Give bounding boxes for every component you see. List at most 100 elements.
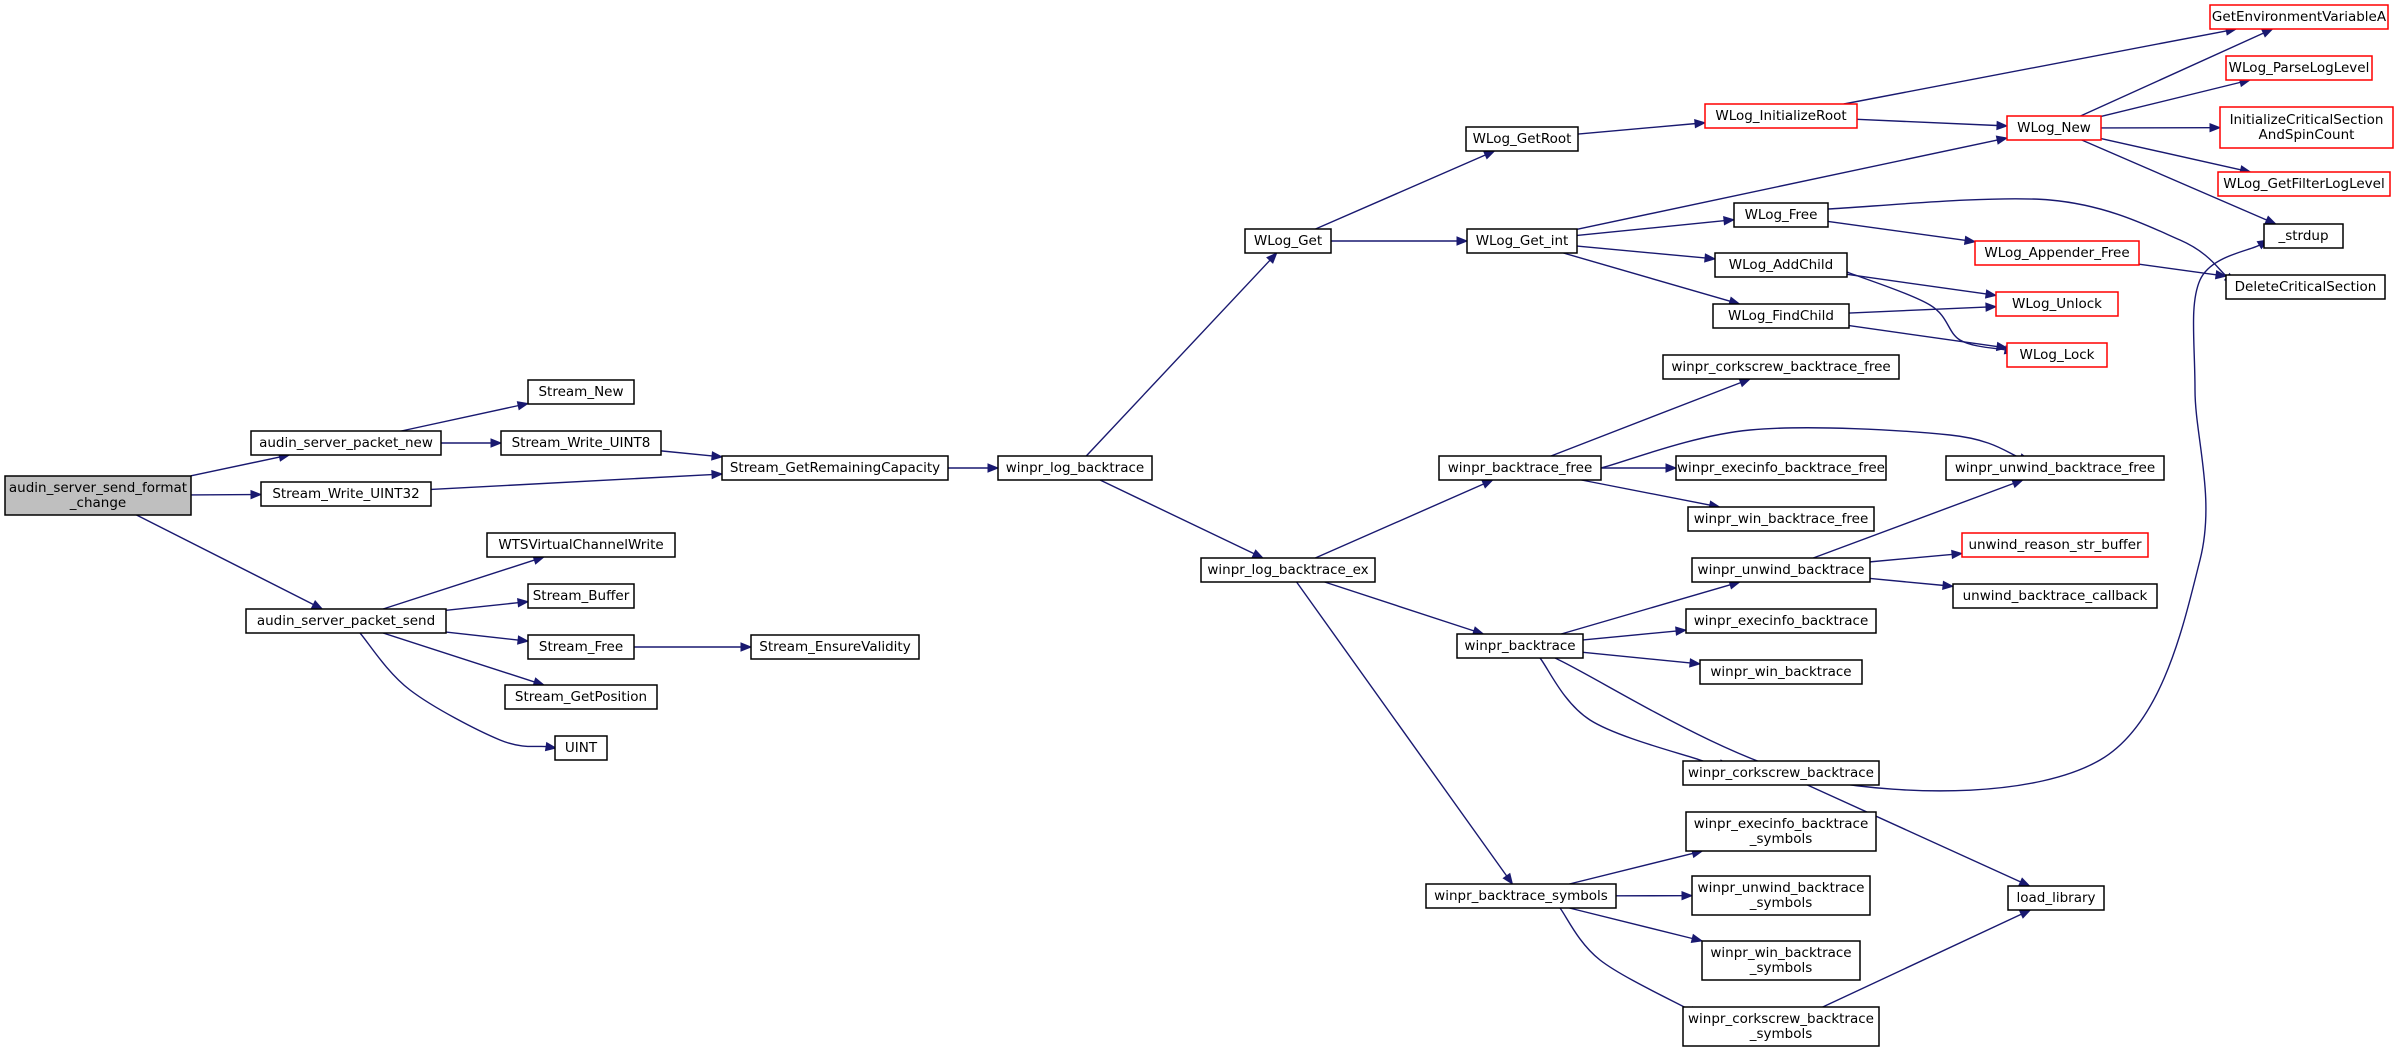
node-box	[245, 608, 447, 634]
node-winpr-execinfo-backtrace-symbols[interactable]: winpr_execinfo_backtrace_symbols	[1685, 811, 1877, 852]
node-wlog-getfilterloglevel[interactable]: WLog_GetFilterLogLevel	[2217, 171, 2391, 197]
node-wlog-appender-free[interactable]: WLog_Appender_Free	[1974, 240, 2140, 266]
node-wlog-findchild[interactable]: WLog_FindChild	[1712, 303, 1850, 329]
node-winpr-win-backtrace-free[interactable]: winpr_win_backtrace_free	[1687, 506, 1875, 532]
edge-line	[1576, 220, 1725, 237]
node-stream-getposition[interactable]: Stream_GetPosition	[504, 684, 658, 710]
node-wtsvirtualchannelwrite[interactable]: WTSVirtualChannelWrite	[486, 532, 676, 558]
arrowhead-icon	[1942, 580, 1955, 591]
node-stream-write-uint8[interactable]: Stream_Write_UINT8	[500, 430, 662, 456]
edge-line	[190, 456, 280, 477]
node-winpr-win-backtrace-symbols[interactable]: winpr_win_backtrace_symbols	[1701, 940, 1861, 981]
edge-line	[1848, 306, 1987, 314]
arrowhead-icon	[2264, 215, 2278, 225]
node-winpr-win-backtrace[interactable]: winpr_win_backtrace	[1699, 659, 1863, 685]
arrowhead-icon	[544, 741, 558, 752]
node-unwind-backtrace-callback[interactable]: unwind_backtrace_callback	[1952, 583, 2158, 609]
edge-n18-to-n19	[1856, 118, 2009, 131]
node-winpr-corkscrew-backtrace-symbols[interactable]: winpr_corkscrew_backtrace_symbols	[1682, 1006, 1880, 1047]
edge-line	[1869, 577, 1944, 587]
edge-line	[1843, 30, 2227, 105]
node-box	[2219, 106, 2394, 149]
node-wlog-new[interactable]: WLog_New	[2006, 115, 2102, 141]
node-box	[2209, 4, 2389, 30]
node-box	[2225, 55, 2373, 81]
edge-line	[1554, 244, 2260, 792]
edge-line	[2138, 263, 2217, 276]
node-wlog-lock[interactable]: WLog_Lock	[2006, 342, 2108, 368]
node-stream-write-uint32[interactable]: Stream_Write_UINT32	[260, 481, 432, 507]
node-label: WLog_ParseLogLevel	[2229, 60, 2370, 76]
node-getenvironmentvariablea[interactable]: GetEnvironmentVariableA	[2209, 4, 2389, 30]
edge-n18-to-n20	[1843, 26, 2238, 105]
node-box	[721, 455, 949, 481]
node-wlog-get[interactable]: WLog_Get	[1244, 228, 1332, 254]
edge-line	[1807, 784, 2021, 883]
node-box	[1675, 455, 1887, 481]
edge-n34-to-n47	[1615, 890, 1694, 901]
edge-n25-to-n28	[1827, 220, 1977, 245]
node-stream-buffer[interactable]: Stream_Buffer	[527, 583, 635, 609]
node-label: WLog_AddChild	[1729, 257, 1833, 273]
node-box	[527, 583, 635, 609]
node-audin-server-send-format-change[interactable]: audin_server_send_format_change	[4, 475, 192, 516]
node-winpr-backtrace[interactable]: winpr_backtrace	[1456, 633, 1584, 659]
node-wlog-free[interactable]: WLog_Free	[1733, 202, 1829, 228]
node-label: load_library	[2016, 890, 2095, 906]
node-winpr-execinfo-backtrace[interactable]: winpr_execinfo_backtrace	[1685, 608, 1877, 634]
node-stream-getremainingcapacity[interactable]: Stream_GetRemainingCapacity	[721, 455, 949, 481]
node-box	[2217, 171, 2391, 197]
node-audin-server-packet-send[interactable]: audin_server_packet_send	[245, 608, 447, 634]
node-wlog-getroot[interactable]: WLog_GetRoot	[1465, 126, 1579, 152]
node-deletecriticalsection[interactable]: DeleteCriticalSection	[2225, 274, 2386, 300]
node-stream-new[interactable]: Stream_New	[527, 379, 635, 405]
node-label: _symbols	[1749, 895, 1813, 911]
node-wlog-parseloglevel[interactable]: WLog_ParseLogLevel	[2225, 55, 2373, 81]
edge-n34-to-n49	[1559, 907, 1702, 1016]
arrowhead-icon	[2018, 877, 2031, 887]
node-audin-server-packet-new[interactable]: audin_server_packet_new	[250, 430, 442, 456]
edge-n26-to-n31	[1846, 271, 2017, 355]
node-label: WLog_Get	[1254, 233, 1322, 249]
node-stream-ensurevalidity[interactable]: Stream_EnsureValidity	[750, 634, 920, 660]
node-stream-free[interactable]: Stream_Free	[527, 634, 635, 660]
edge-n15-to-n33	[1324, 581, 1485, 636]
node-label: winpr_execinfo_backtrace	[1694, 816, 1869, 832]
node-label: WLog_Lock	[2020, 347, 2095, 363]
node-strdup[interactable]: _strdup	[2263, 223, 2344, 249]
node-wlog-get-int[interactable]: WLog_Get_int	[1466, 228, 1578, 254]
edge-line	[660, 450, 713, 457]
edge-n27-to-n30	[1848, 302, 1998, 314]
node-load-library[interactable]: load_library	[2007, 885, 2105, 911]
node-winpr-unwind-backtrace[interactable]: winpr_unwind_backtrace	[1691, 557, 1871, 583]
node-wlog-addchild[interactable]: WLog_AddChild	[1714, 252, 1848, 278]
node-label: winpr_win_backtrace	[1710, 664, 1851, 680]
node-uint[interactable]: UINT	[554, 735, 608, 761]
node-winpr-execinfo-backtrace-free[interactable]: winpr_execinfo_backtrace_free	[1675, 455, 1887, 481]
node-box	[2006, 342, 2108, 368]
node-label: audin_server_packet_new	[259, 435, 433, 451]
node-winpr-log-backtrace-ex[interactable]: winpr_log_backtrace_ex	[1200, 557, 1376, 583]
edge-n0-to-n3	[136, 514, 324, 610]
edge-n39-to-n37	[1812, 479, 2025, 559]
node-winpr-unwind-backtrace-symbols[interactable]: winpr_unwind_backtrace_symbols	[1691, 875, 1871, 916]
node-winpr-backtrace-free[interactable]: winpr_backtrace_free	[1438, 455, 1602, 481]
node-winpr-corkscrew-backtrace[interactable]: winpr_corkscrew_backtrace	[1682, 760, 1880, 786]
node-box	[250, 430, 442, 456]
node-winpr-backtrace-symbols[interactable]: winpr_backtrace_symbols	[1425, 883, 1617, 909]
arrowhead-icon	[1995, 341, 2009, 352]
node-box	[1704, 103, 1858, 129]
node-winpr-log-backtrace[interactable]: winpr_log_backtrace	[997, 455, 1153, 481]
node-box	[1691, 557, 1871, 583]
edge-n16-to-n18	[1577, 118, 1707, 135]
node-winpr-unwind-backtrace-free[interactable]: winpr_unwind_backtrace_free	[1945, 455, 2165, 481]
node-box	[1733, 202, 1829, 228]
node-wlog-unlock[interactable]: WLog_Unlock	[1995, 291, 2119, 317]
node-winpr-corkscrew-backtrace-free[interactable]: winpr_corkscrew_backtrace_free	[1662, 354, 1900, 380]
node-unwind-reason-str-buffer[interactable]: unwind_reason_str_buffer	[1961, 532, 2149, 558]
edge-line	[1848, 324, 1998, 348]
node-box	[260, 481, 432, 507]
node-wlog-initializeroot[interactable]: WLog_InitializeRoot	[1704, 103, 1858, 129]
node-label: AndSpinCount	[2259, 127, 2355, 143]
